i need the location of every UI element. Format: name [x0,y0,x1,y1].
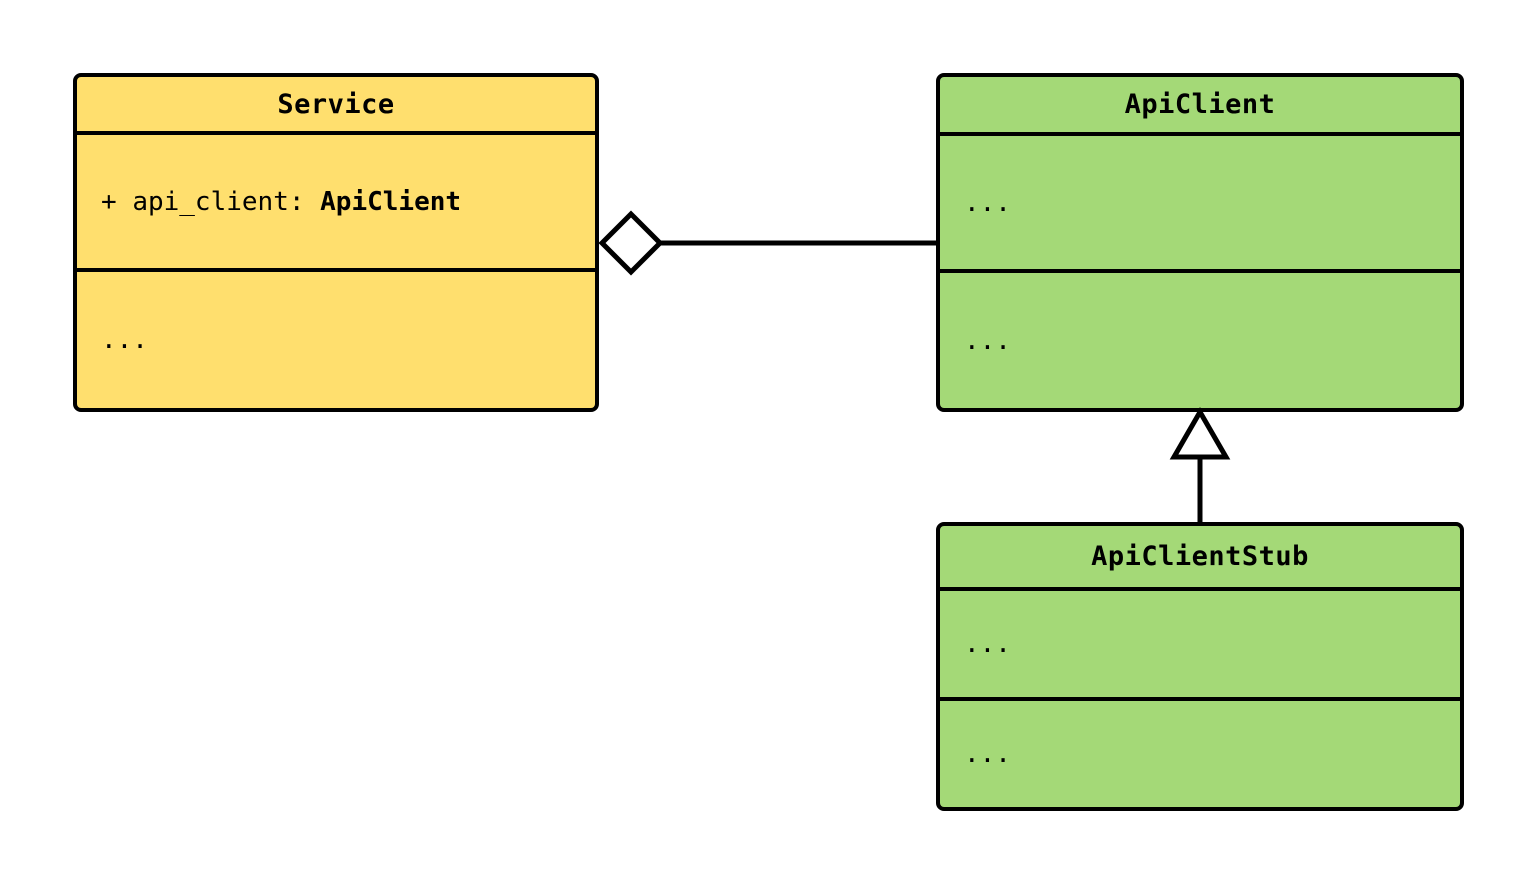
attribute-visibility-service: + [101,186,117,217]
hollow-triangle-icon [1169,407,1231,460]
attribute-type-service: ApiClient [320,186,462,217]
class-attributes-apiclient: ... [940,136,1460,273]
class-operations-apiclient: ... [964,325,1011,356]
relationship-generalization-apiclientstub-apiclient [1169,407,1231,524]
class-operations-service: ... [101,325,148,355]
attribute-spacer-service [117,187,133,217]
class-title-apiclientstub: ApiClientStub [940,526,1460,591]
uml-class-service[interactable]: Service + api_client: ApiClient ... [73,73,599,412]
uml-class-apiclientstub[interactable]: ApiClientStub ... ... [936,522,1464,811]
uml-class-apiclient[interactable]: ApiClient ... ... [936,73,1464,412]
relationship-aggregation-service-apiclient [598,210,938,276]
class-title-service: Service [77,77,595,135]
class-title-apiclient: ApiClient [940,77,1460,136]
class-attributes-apiclientstub: ... [940,591,1460,701]
class-attributes-service: + api_client: ApiClient [77,135,595,272]
class-operations-apiclientstub: ... [964,739,1011,769]
attribute-name-service: api_client: [132,186,321,217]
hollow-diamond-icon [598,210,664,276]
